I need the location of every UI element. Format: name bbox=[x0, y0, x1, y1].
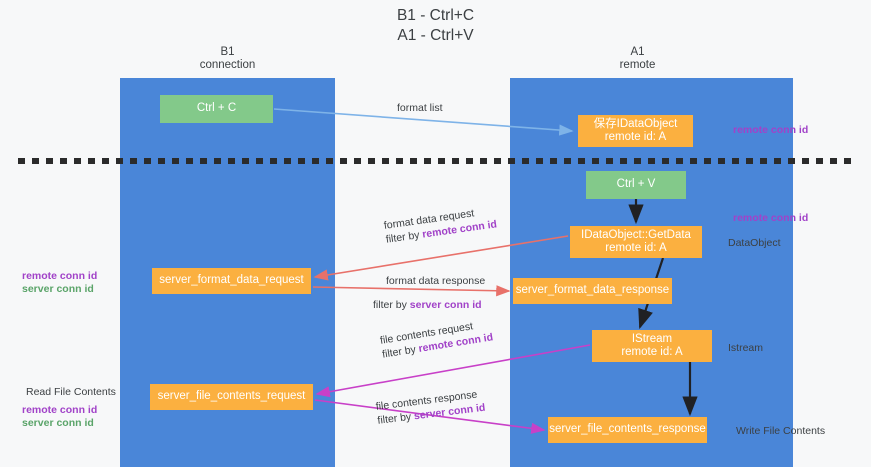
lane-header-b1: B1 connection bbox=[199, 46, 256, 71]
box-ctrl-c[interactable]: Ctrl + C bbox=[160, 95, 273, 123]
diagram-title: B1 - Ctrl+C A1 - Ctrl+V bbox=[396, 7, 475, 44]
right-tag-remote-conn-id-mid: remote conn id bbox=[733, 212, 809, 224]
edge-label-format-list: format list bbox=[397, 102, 443, 114]
box-ctrl-v[interactable]: Ctrl + V bbox=[586, 171, 686, 199]
left-tag-server-conn-id-bottom: server conn id bbox=[22, 417, 94, 429]
edge-label-format-data-response-filter: filter by server conn id bbox=[373, 298, 482, 312]
filter-prefix-4: filter by bbox=[376, 410, 415, 427]
left-tag-server-conn-id-mid: server conn id bbox=[22, 283, 94, 295]
box-server-file-contents-response[interactable]: server_file_contents_response bbox=[548, 417, 707, 443]
left-tag-remote-conn-id-mid: remote conn id bbox=[22, 270, 98, 282]
edge-label-format-data-response: format data response bbox=[386, 275, 486, 287]
right-label-istream: Istream bbox=[728, 342, 764, 354]
lane-header-a1: A1 remote bbox=[619, 46, 656, 71]
box-idataobject-getdata[interactable]: IDataObject::GetData remote id: A bbox=[570, 226, 702, 258]
box-server-format-data-request[interactable]: server_format_data_request bbox=[152, 268, 311, 294]
filter-prefix-1: filter by bbox=[385, 228, 424, 246]
filter-prefix-2: filter by bbox=[373, 299, 410, 311]
box-istream[interactable]: IStream remote id: A bbox=[592, 330, 712, 362]
box-server-format-data-response[interactable]: server_format_data_response bbox=[513, 278, 672, 304]
box-server-file-contents-request[interactable]: server_file_contents_request bbox=[150, 384, 313, 410]
right-label-write-file-contents: Write File Contents bbox=[736, 425, 826, 437]
right-label-dataobject: DataObject bbox=[728, 237, 781, 249]
left-tag-remote-conn-id-bottom: remote conn id bbox=[22, 404, 98, 416]
filter-key-server-conn-id-1: server conn id bbox=[409, 299, 482, 311]
right-tag-remote-conn-id-top: remote conn id bbox=[733, 124, 809, 136]
box-save-idataobject[interactable]: 保存IDataObject remote id: A bbox=[578, 115, 693, 147]
left-label-read-file-contents: Read File Contents bbox=[26, 386, 116, 398]
